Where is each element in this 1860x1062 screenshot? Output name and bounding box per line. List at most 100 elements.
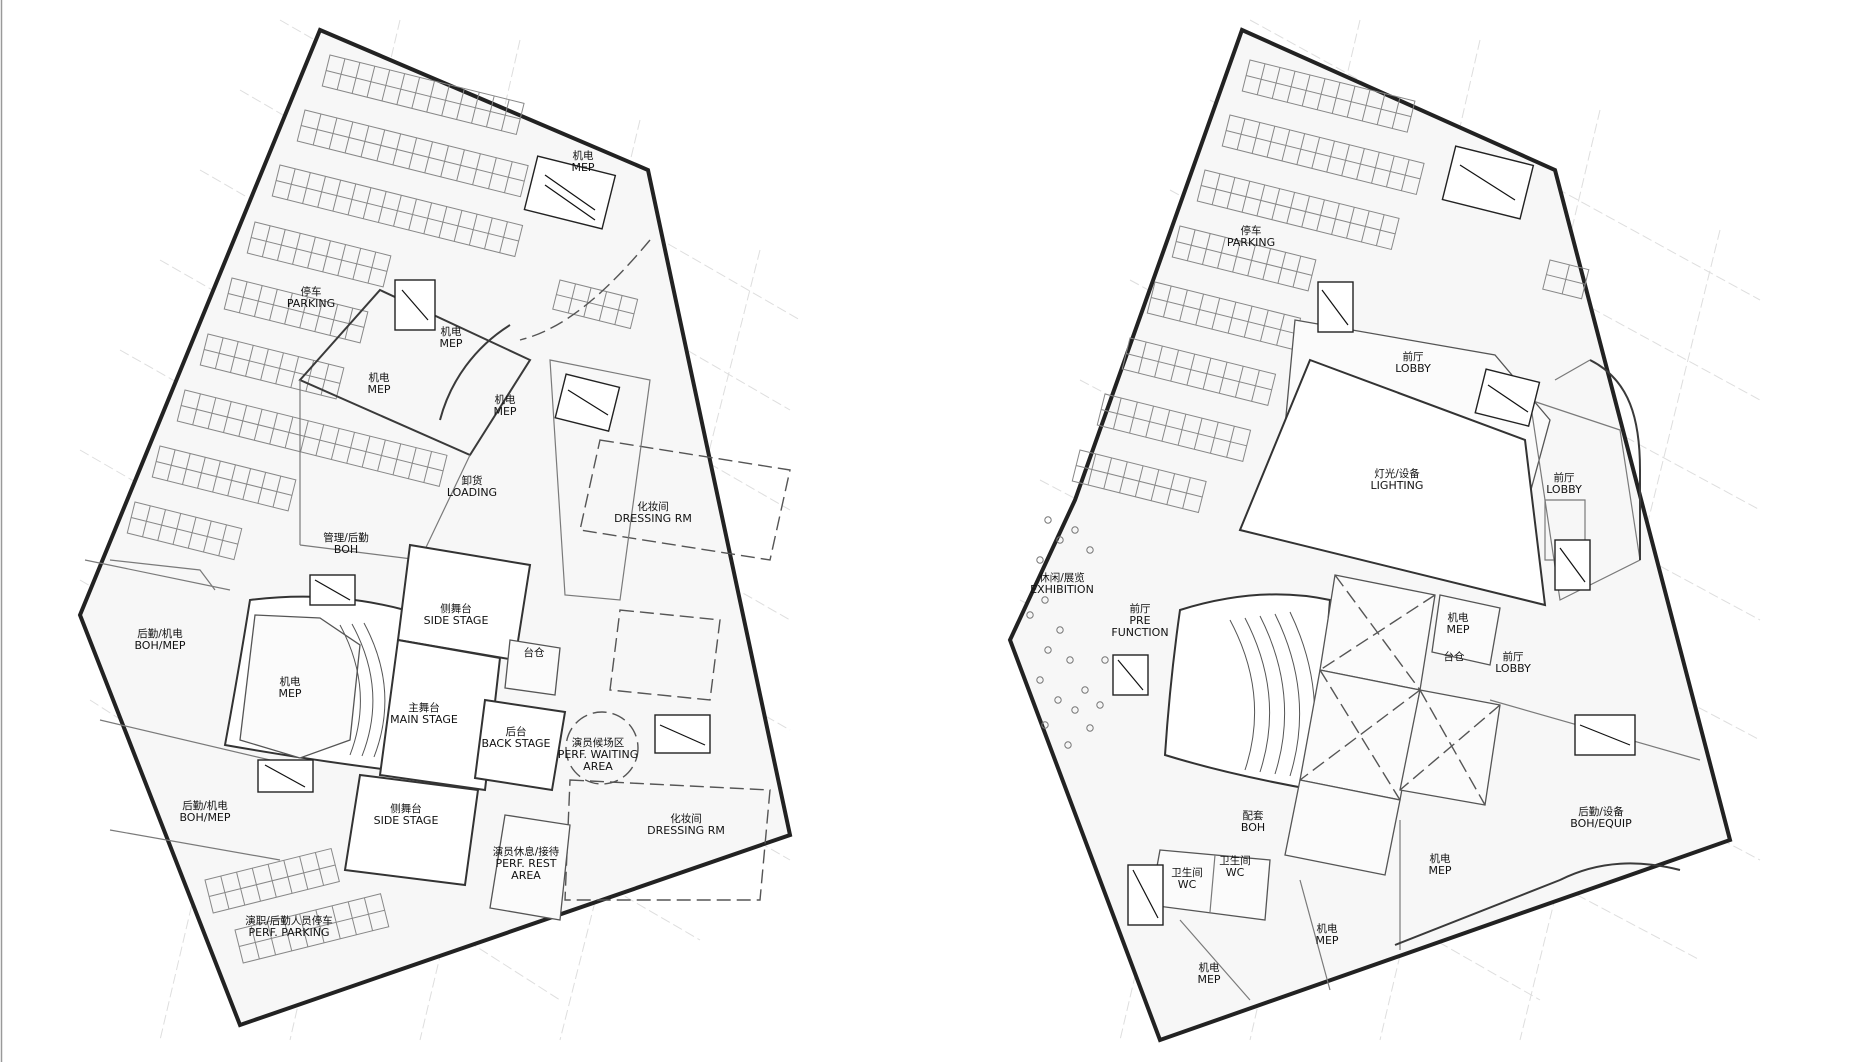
label-mep-3-right: 机电 MEP [1315, 922, 1338, 947]
svg-text:机电: 机电 [1430, 852, 1452, 865]
parking-stall-row [1121, 337, 1277, 406]
plan-right [1007, 27, 1733, 1043]
svg-text:卫生间: 卫生间 [1171, 866, 1203, 879]
svg-text:BOH/EQUIP: BOH/EQUIP [1570, 817, 1632, 830]
tree-symbol [1054, 696, 1062, 704]
seating-arc-2 [351, 623, 374, 757]
svg-text:休闲/展览: 休闲/展览 [1039, 571, 1085, 584]
dressing-block [549, 359, 651, 601]
label-mep-4-right: 机电 MEP [1197, 961, 1220, 986]
svg-text:前厅: 前厅 [1403, 350, 1424, 363]
svg-text:机电: 机电 [573, 149, 594, 162]
exhibition-plantings [1026, 516, 1122, 749]
svg-text:机电: 机电 [1199, 961, 1221, 974]
svg-text:LOBBY: LOBBY [1395, 362, 1431, 375]
svg-text:后台: 后台 [506, 725, 527, 738]
label-lobby-3: 前厅 LOBBY [1495, 650, 1531, 675]
svg-text:前厅: 前厅 [1503, 650, 1524, 663]
svg-text:演员休息/接待: 演员休息/接待 [493, 845, 560, 858]
svg-text:MEP: MEP [571, 161, 594, 174]
svg-text:机电: 机电 [441, 325, 462, 338]
svg-text:FUNCTION: FUNCTION [1111, 626, 1168, 639]
tree-symbol [1036, 676, 1044, 684]
core-left-2 [394, 279, 436, 331]
waiting-area-circle [565, 711, 639, 785]
label-exhibition: 休闲/展览 EXHIBITION [1030, 571, 1094, 596]
label-back-stage: 后台 BACK STAGE [482, 725, 551, 750]
svg-text:MEP: MEP [1428, 864, 1451, 877]
label-mep-2-right: 机电 MEP [1428, 852, 1451, 877]
svg-text:机电: 机电 [280, 675, 301, 688]
core-left-1 [523, 155, 617, 230]
room-labels: 停车 PARKING 机电 MEP 机电 MEP 机电 MEP 机电 MEP 卸… [134, 149, 1632, 986]
seating-r-3 [1259, 615, 1286, 775]
label-boh-mep-2: 后勤/机电 BOH/MEP [179, 799, 230, 824]
label-parking-right: 停车 PARKING [1227, 224, 1275, 249]
tree-symbol [1071, 526, 1079, 534]
parking-stall-row [321, 54, 525, 136]
svg-text:WC: WC [1178, 878, 1197, 891]
seating-r-2 [1244, 617, 1271, 773]
label-main-stage: 主舞台 MAIN STAGE [390, 701, 458, 726]
svg-text:AREA: AREA [583, 760, 613, 773]
boh-walls-left [84, 559, 281, 861]
svg-text:PERF. PARKING: PERF. PARKING [248, 926, 329, 939]
svg-text:AREA: AREA [511, 869, 541, 882]
svg-text:PARKING: PARKING [287, 297, 335, 310]
tree-symbol [1056, 536, 1064, 544]
svg-text:前厅: 前厅 [1130, 602, 1151, 615]
parking-stall-row [1096, 393, 1252, 462]
svg-text:PERF. WAITING: PERF. WAITING [558, 748, 639, 761]
parking-stall-row [1241, 59, 1416, 133]
label-dressing-2: 化妆间 DRESSING RM [647, 812, 725, 837]
label-side-stage-1: 侧舞台 SIDE STAGE [424, 602, 489, 627]
svg-text:停车: 停车 [1241, 224, 1262, 237]
parking-stall-row [223, 277, 369, 344]
loading-wall [299, 380, 471, 561]
svg-text:管理/后勤: 管理/后勤 [323, 531, 369, 544]
svg-text:机电: 机电 [1448, 611, 1470, 624]
parking-stall-row [552, 279, 639, 330]
core-right-5 [1574, 714, 1636, 756]
tree-symbol [1066, 656, 1074, 664]
parking-stall-row [126, 501, 243, 561]
label-dressing-1: 化妆间 DRESSING RM [614, 500, 692, 525]
core-left-6 [654, 714, 711, 754]
stair-zone [609, 609, 721, 701]
label-pre-function: 前厅 PRE FUNCTION [1111, 602, 1168, 639]
svg-text:PRE: PRE [1129, 614, 1150, 627]
svg-text:卸货: 卸货 [462, 474, 483, 487]
label-boh-admin: 管理/后勤 BOH [323, 531, 369, 556]
label-stage-lift-left: 台仓 [524, 646, 545, 659]
svg-text:PERF. REST: PERF. REST [495, 857, 556, 870]
parking-stall-row [199, 333, 345, 400]
label-wc-2: 卫生间 WC [1219, 854, 1251, 879]
tree-symbol [1071, 706, 1079, 714]
stage-lift-room [504, 639, 561, 696]
label-loading: 卸货 LOADING [447, 474, 497, 499]
label-lobby-1: 前厅 LOBBY [1395, 350, 1431, 375]
plan-left [77, 27, 793, 1028]
dressing-zone-1 [579, 439, 791, 561]
back-stage-room [473, 698, 567, 792]
label-perf-parking: 演职/后勤人员停车 PERF. PARKING [245, 914, 333, 939]
parking-stall-row [271, 164, 524, 258]
svg-text:主舞台: 主舞台 [408, 701, 440, 714]
svg-text:MAIN STAGE: MAIN STAGE [390, 713, 458, 726]
core-left-4 [309, 574, 356, 606]
label-mep-mid-left: 机电 MEP [439, 325, 462, 350]
svg-text:DRESSING RM: DRESSING RM [614, 512, 692, 525]
tree-symbol [1086, 546, 1094, 554]
svg-text:BOH: BOH [1241, 821, 1265, 834]
label-lobby-2: 前厅 LOBBY [1546, 471, 1582, 496]
svg-text:MEP: MEP [439, 337, 462, 350]
svg-text:LOBBY: LOBBY [1546, 483, 1582, 496]
svg-text:配套: 配套 [1243, 809, 1265, 822]
tree-symbol [1081, 686, 1089, 694]
stage-voids-right [1284, 574, 1501, 876]
tree-symbol [1101, 656, 1109, 664]
svg-text:SIDE STAGE: SIDE STAGE [374, 814, 439, 827]
label-wc-1: 卫生间 WC [1171, 866, 1203, 891]
label-mep-top-left: 机电 MEP [571, 149, 594, 174]
label-rest-area: 演员休息/接待 PERF. REST AREA [493, 845, 560, 882]
